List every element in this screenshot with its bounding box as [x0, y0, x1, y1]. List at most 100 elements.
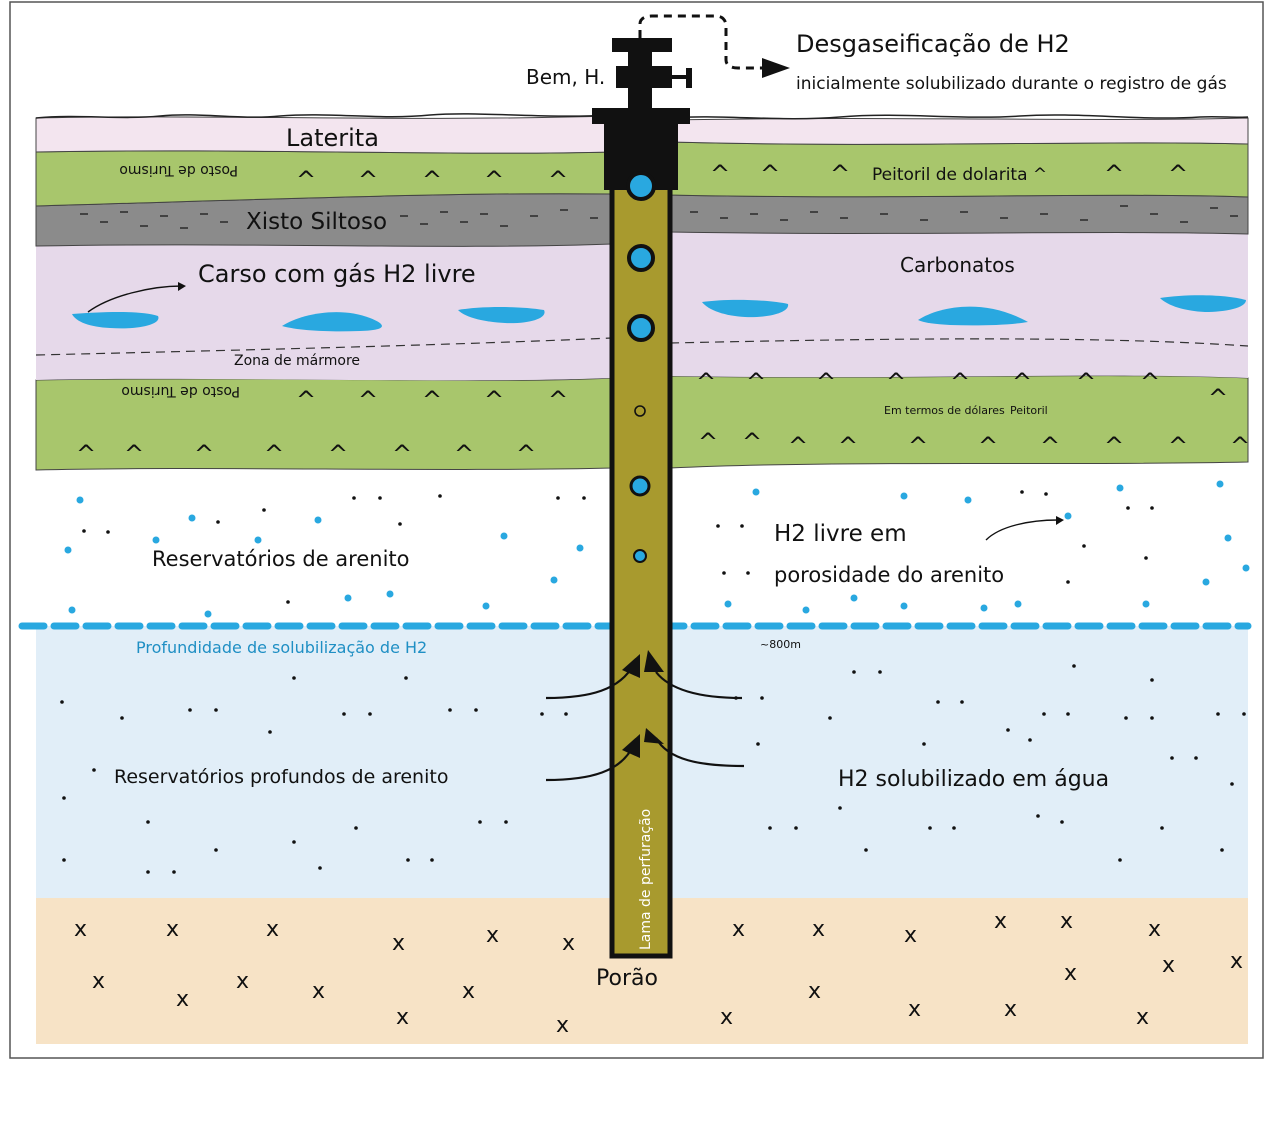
- svg-text:^: ^: [264, 440, 284, 468]
- free-h2-label-2: porosidade do arenito: [774, 563, 1004, 587]
- well-flange: [592, 108, 690, 124]
- carbonate-layer: [670, 232, 1248, 378]
- svg-text:^: ^: [328, 440, 348, 468]
- svg-text:x: x: [1064, 961, 1077, 986]
- surface-line-right: [669, 114, 1249, 120]
- degassing-arrow-head: [762, 58, 790, 78]
- svg-text:x: x: [392, 931, 405, 956]
- svg-text:^: ^: [548, 166, 568, 194]
- svg-text:x: x: [312, 979, 325, 1004]
- sandstone-h2-drops: [64, 480, 1250, 618]
- svg-text:x: x: [1136, 1005, 1149, 1030]
- svg-text:x: x: [176, 987, 189, 1012]
- svg-text:^: ^: [710, 160, 730, 188]
- svg-text:^: ^: [296, 386, 316, 414]
- svg-text:x: x: [1162, 953, 1175, 978]
- svg-text:^: ^: [1230, 432, 1250, 460]
- svg-text:^: ^: [1168, 160, 1188, 188]
- svg-text:^: ^: [484, 386, 504, 414]
- svg-text:^: ^: [392, 440, 412, 468]
- svg-text:^: ^: [454, 440, 474, 468]
- svg-text:^: ^: [742, 428, 762, 456]
- svg-text:x: x: [904, 923, 917, 948]
- svg-text:x: x: [166, 917, 179, 942]
- svg-text:x: x: [74, 917, 87, 942]
- free-h2-label-1: H2 livre em: [774, 521, 907, 547]
- svg-text:^: ^: [760, 160, 780, 188]
- karst-label: Carso com gás H2 livre: [198, 260, 476, 288]
- svg-text:^: ^: [422, 386, 442, 414]
- laterite-label: Laterita: [286, 124, 379, 152]
- svg-text:x: x: [812, 917, 825, 942]
- depth-value-label: ~800m: [760, 638, 801, 651]
- svg-text:x: x: [732, 917, 745, 942]
- siltstone-dashes: [80, 205, 1238, 229]
- inflow-arrow-heads: [622, 650, 664, 758]
- svg-text:^: ^: [422, 166, 442, 194]
- marble-zone-line-right: [669, 338, 1249, 347]
- svg-text:^: ^: [548, 386, 568, 414]
- svg-text:^: ^: [978, 432, 998, 460]
- deep-sandstone-label: Reservatórios profundos de arenito: [114, 766, 448, 788]
- svg-text:^: ^: [788, 432, 808, 460]
- well-gas-bubbles: [626, 171, 656, 563]
- sill-right-mid-label-1: Em termos de dólares: [884, 404, 1005, 417]
- svg-text:^: ^: [124, 440, 144, 468]
- deep-sandstone-grains: [60, 664, 1246, 874]
- laterite-layer-right: [669, 117, 1249, 145]
- sill-left-top-label: Posto de Turismo: [119, 162, 238, 178]
- svg-text:^: ^: [1168, 432, 1188, 460]
- svg-text:^: ^: [1104, 432, 1124, 460]
- svg-text:^: ^: [1140, 368, 1160, 396]
- svg-text:^: ^: [950, 368, 970, 396]
- svg-text:^: ^: [1012, 368, 1032, 396]
- dissolved-h2-label: H2 solubilizado em água: [838, 767, 1109, 792]
- svg-text:^: ^: [76, 440, 96, 468]
- svg-text:x: x: [556, 1013, 569, 1038]
- svg-text:^: ^: [1040, 432, 1060, 460]
- free-h2-arrow: [985, 519, 1059, 541]
- svg-text:x: x: [1148, 917, 1161, 942]
- svg-text:x: x: [720, 1005, 733, 1030]
- svg-text:x: x: [908, 997, 921, 1022]
- svg-text:^: ^: [746, 368, 766, 396]
- degassing-arrow: [638, 14, 768, 70]
- carbonates-label: Carbonatos: [900, 253, 1015, 277]
- drilling-mud-label: Lama de perfuração: [638, 809, 654, 950]
- karst-arrow-head: [178, 282, 186, 291]
- svg-text:x: x: [486, 923, 499, 948]
- sandstone-label: Reservatórios de arenito: [152, 547, 410, 571]
- svg-text:^: ^: [484, 166, 504, 194]
- well-label: Bem, H.: [526, 65, 605, 89]
- svg-text:^: ^: [838, 432, 858, 460]
- wellhead-top: [612, 38, 672, 52]
- svg-text:x: x: [1004, 997, 1017, 1022]
- svg-text:x: x: [1060, 909, 1073, 934]
- svg-text:x: x: [396, 1005, 409, 1030]
- svg-text:^: ^: [1076, 368, 1096, 396]
- svg-text:^: ^: [296, 166, 316, 194]
- solubilization-depth-label: Profundidade de solubilização de H2: [136, 638, 427, 657]
- karst-arrow: [87, 285, 183, 313]
- svg-text:^: ^: [886, 368, 906, 396]
- surface-line-left: [35, 113, 613, 119]
- svg-text:^: ^: [830, 160, 850, 188]
- diagram-title: Desgaseificação de H2: [796, 30, 1070, 58]
- svg-text:x: x: [92, 969, 105, 994]
- svg-text:^: ^: [194, 440, 214, 468]
- svg-text:^: ^: [696, 368, 716, 396]
- sill-caret-symbols: ^ ^ ^ ^ ^ ^ ^ ^ ^ ^ ^ ^ ^ ^ ^ ^ ^ ^ ^ ^ ^ ^ ^ ^ ^ ^ ^ ^ ^ ^ ^ ^ ^…: [76, 160, 1250, 468]
- sill-left-mid-label: Posto de Turismo: [121, 383, 240, 399]
- svg-text:^: ^: [1208, 384, 1228, 412]
- svg-text:^: ^: [816, 368, 836, 396]
- h2-gas-lenses: [72, 295, 1246, 332]
- svg-text:x: x: [1230, 949, 1243, 974]
- svg-text:^: ^: [698, 428, 718, 456]
- svg-text:^: ^: [516, 440, 536, 468]
- svg-text:^: ^: [1104, 160, 1124, 188]
- basement-label: Porão: [596, 966, 658, 991]
- karst-layer: [36, 244, 612, 381]
- marble-zone-line-left: [35, 337, 613, 356]
